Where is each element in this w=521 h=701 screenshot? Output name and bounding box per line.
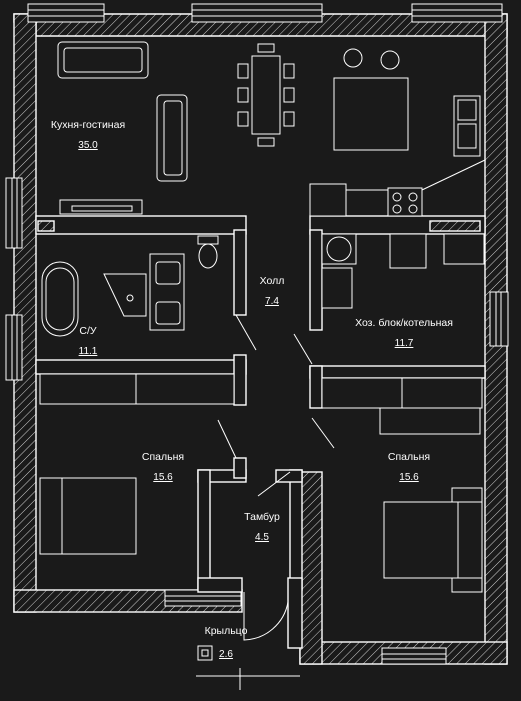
toilet [198, 243, 218, 269]
window-left-1 [5, 177, 23, 249]
interior-walls [35, 215, 486, 649]
utility-furniture [321, 233, 485, 309]
stove [387, 187, 423, 217]
porch [196, 645, 300, 690]
stool-2 [380, 50, 400, 70]
window-top-3 [411, 3, 503, 23]
wardrobe-left [39, 373, 235, 405]
entry-door [243, 592, 289, 641]
shower [103, 273, 147, 317]
room-labels: Кухня-гостиная 35.0 Холл 7.4 С/У 11.1 Хо… [51, 119, 453, 660]
dining-table [251, 55, 281, 135]
stool-1 [343, 48, 363, 68]
room-name-bedroom-left: Спальня [142, 451, 184, 463]
room-name-bath: С/У [79, 325, 97, 337]
table-square [333, 77, 409, 151]
room-area-utility: 11.7 [395, 338, 414, 349]
bedroom-furniture [39, 373, 483, 593]
room-name-bedroom-right: Спальня [388, 451, 430, 463]
room-area-kitchen: 35.0 [78, 140, 98, 151]
kitchen-furniture [57, 41, 486, 217]
room-area-porch: 2.6 [219, 649, 233, 660]
window-bottom-2 [381, 647, 447, 665]
room-name-porch: Крыльцо [205, 625, 248, 637]
room-area-bedroom-right: 15.6 [399, 472, 419, 483]
room-area-bedroom-left: 15.6 [153, 472, 173, 483]
utility-box [389, 233, 427, 269]
windows [5, 3, 509, 665]
window-top-1 [27, 3, 105, 23]
room-name-kitchen: Кухня-гостиная [51, 119, 125, 131]
window-left-2 [5, 314, 23, 381]
window-top-2 [191, 3, 323, 23]
room-area-vestibule: 4.5 [255, 532, 269, 543]
room-area-bath: 11.1 [79, 346, 98, 357]
window-right-1 [489, 291, 509, 347]
boiler [321, 267, 353, 309]
bathroom-furniture [41, 235, 219, 337]
utility-box-2 [443, 233, 485, 265]
counter-1 [309, 183, 347, 217]
doors [217, 314, 335, 641]
room-name-vestibule: Тамбур [244, 511, 280, 523]
room-area-hall: 7.4 [265, 296, 279, 307]
room-name-hall: Холл [260, 275, 285, 287]
room-name-utility: Хоз. блок/котельная [355, 317, 453, 329]
